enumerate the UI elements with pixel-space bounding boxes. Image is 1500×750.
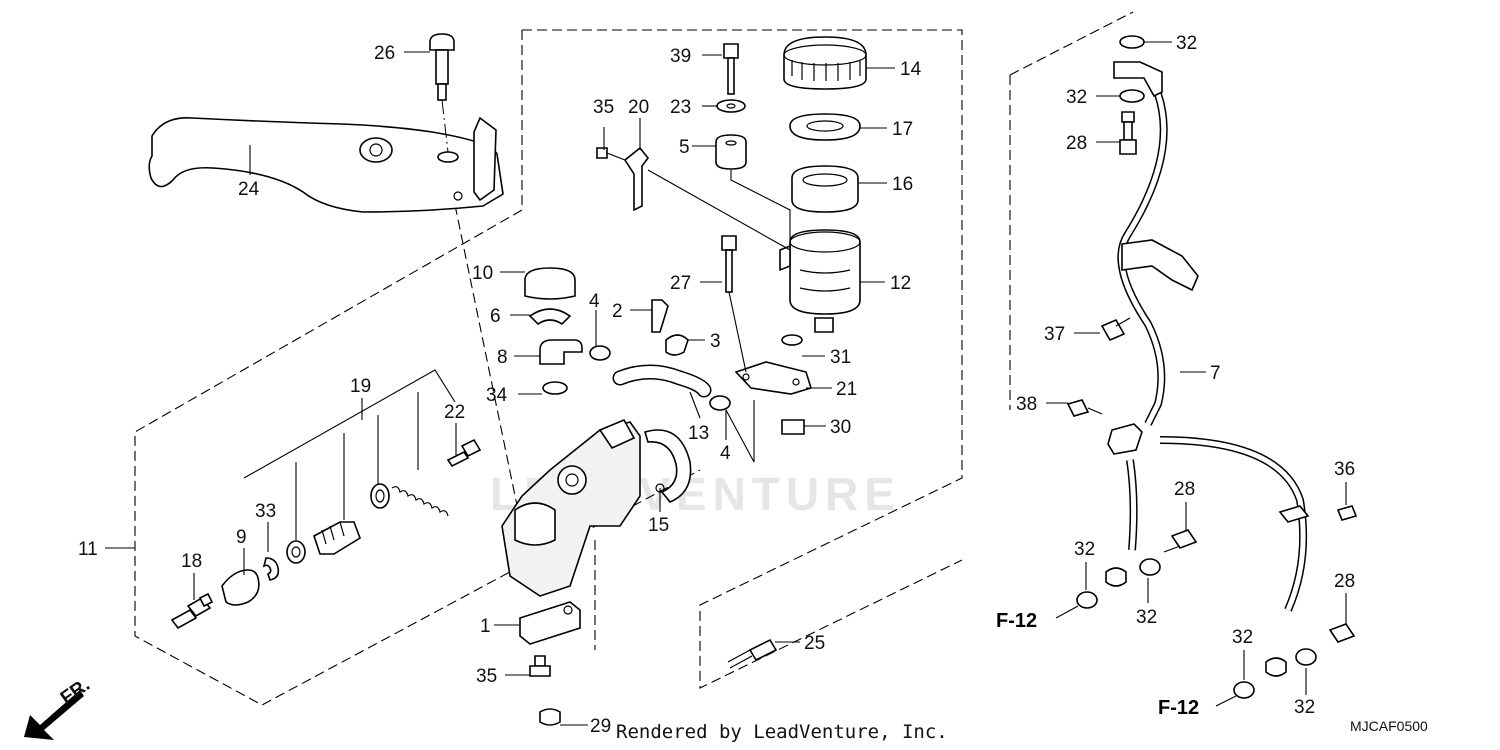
callout-38: 38 <box>1016 394 1037 415</box>
reservoir-bracket <box>721 235 813 435</box>
callout-17: 17 <box>892 119 913 140</box>
callout-32-second: 32 <box>1066 87 1087 108</box>
callout-30: 30 <box>830 417 851 438</box>
supply-hose <box>612 364 712 398</box>
callout-33: 33 <box>255 501 276 522</box>
callout-14: 14 <box>900 59 922 80</box>
piston-set <box>170 438 482 630</box>
callout-24: 24 <box>238 179 260 200</box>
brake-lever <box>148 116 504 213</box>
callout-18: 18 <box>181 551 202 572</box>
callout-36: 36 <box>1334 459 1355 480</box>
callout-15: 15 <box>648 515 669 536</box>
callout-13: 13 <box>688 423 709 444</box>
reservoir-bolt-and-grommet <box>715 43 791 240</box>
callout-20: 20 <box>628 97 649 118</box>
callout-16: 16 <box>892 174 913 195</box>
callout-32-center: 32 <box>1136 607 1157 628</box>
callout-32-left: 32 <box>1074 539 1095 560</box>
callout-25: 25 <box>804 633 825 654</box>
reservoir-stay-bracket <box>596 146 791 251</box>
hose-bolts-and-washers <box>1066 35 1358 699</box>
callout-leaders <box>105 41 1347 726</box>
callout-26: 26 <box>374 43 395 64</box>
callout-29: 29 <box>590 716 611 737</box>
callout-32-top: 32 <box>1176 33 1197 54</box>
lever-pivot-bolt <box>429 33 455 153</box>
callout-10: 10 <box>472 263 493 284</box>
stop-switch <box>519 601 581 645</box>
front-direction-label: FR. <box>57 674 94 709</box>
callout-35-lower: 35 <box>476 666 497 687</box>
callout-2: 2 <box>612 301 623 322</box>
callout-22: 22 <box>444 402 465 423</box>
diaphragm-plate <box>789 113 861 141</box>
callout-28-top: 28 <box>1066 133 1087 154</box>
callout-5: 5 <box>679 137 690 158</box>
callout-27: 27 <box>670 273 691 294</box>
callout-32-lower-right: 32 <box>1294 697 1315 718</box>
callout-1: 1 <box>480 616 491 637</box>
master-cylinder-body <box>501 418 641 597</box>
hose-joint <box>524 267 583 395</box>
callout-28-middle: 28 <box>1174 479 1195 500</box>
bleeder-and-cap <box>651 299 689 356</box>
callout-32-lower-left: 32 <box>1232 627 1253 648</box>
callout-23: 23 <box>670 97 691 118</box>
brake-hoses <box>1105 61 1310 677</box>
callout-11: 11 <box>78 539 98 560</box>
reservoir-cap <box>783 36 867 90</box>
callout-7: 7 <box>1210 363 1221 384</box>
callout-12: 12 <box>890 273 911 294</box>
callout-39: 39 <box>670 46 691 67</box>
diagram-code: MJCAF0500 <box>1350 718 1428 734</box>
callout-35-upper: 35 <box>593 97 614 118</box>
callout-4-lower: 4 <box>720 443 731 464</box>
callout-labels: 26 24 39 14 23 35 20 17 5 16 10 27 12 6 … <box>78 33 1355 737</box>
callout-3: 3 <box>710 331 721 352</box>
render-credit: Rendered by LeadVenture, Inc. <box>616 721 948 743</box>
callout-37: 37 <box>1044 324 1065 345</box>
callout-31: 31 <box>830 347 851 368</box>
section-ref-f12-lower[interactable]: F-12 <box>1158 697 1199 719</box>
front-direction-arrow: FR. <box>24 674 94 740</box>
callout-9: 9 <box>236 527 247 548</box>
callout-21: 21 <box>836 379 857 400</box>
diaphragm <box>791 165 859 213</box>
callout-6: 6 <box>490 306 501 327</box>
reservoir-tank <box>779 229 861 333</box>
section-ref-f12-upper[interactable]: F-12 <box>996 610 1037 632</box>
callout-34: 34 <box>486 385 508 406</box>
callout-8: 8 <box>497 347 508 368</box>
callout-28-right: 28 <box>1334 571 1355 592</box>
assembly-boundaries <box>134 11 1134 706</box>
hose-clips <box>589 345 731 411</box>
screws-lower <box>529 638 778 726</box>
callout-4-upper: 4 <box>589 291 600 312</box>
callout-19: 19 <box>350 376 371 397</box>
